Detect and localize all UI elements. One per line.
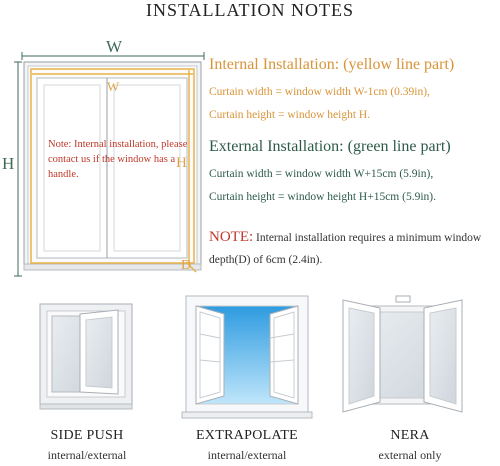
type-name: EXTRAPOLATE xyxy=(195,428,299,443)
side-push-window xyxy=(39,303,133,410)
note-text: Internal installation requires a minimum… xyxy=(209,232,482,266)
extrapolate-window xyxy=(181,295,313,419)
type-installation: internal/external xyxy=(47,448,127,462)
height-label: H xyxy=(2,154,15,173)
note-label: NOTE: xyxy=(209,229,254,245)
type-side-push: SIDE PUSH internal/external xyxy=(17,428,157,463)
depth-label: D xyxy=(181,258,192,273)
type-name: NERA xyxy=(390,428,430,443)
external-heading: External Installation: (green line part) xyxy=(209,138,451,155)
external-height-rule: Curtain height = window height H+15cm (5… xyxy=(209,191,436,203)
nera-window xyxy=(342,295,463,413)
handle-note: Note: Internal installation, please cont… xyxy=(48,139,188,180)
width-label: W xyxy=(106,37,123,56)
internal-width-rule: Curtain width = window width W-1cm (0.39… xyxy=(209,86,430,98)
internal-heading: Internal Installation: (yellow line part… xyxy=(209,56,455,73)
page-title: INSTALLATION NOTES xyxy=(145,0,355,20)
inner-height-label: H xyxy=(176,155,187,171)
type-installation: internal/external xyxy=(207,448,287,462)
external-dimension-lines xyxy=(14,52,205,277)
external-width-rule: Curtain width = window width W+15cm (5.9… xyxy=(209,168,434,180)
inner-width-label: W xyxy=(107,79,120,94)
type-name: SIDE PUSH xyxy=(50,428,124,443)
internal-dimension-lines xyxy=(30,68,197,273)
type-extrapolate: EXTRAPOLATE internal/external xyxy=(177,428,317,463)
internal-height-rule: Curtain height = window height H. xyxy=(209,109,371,121)
depth-note: NOTE: Internal installation requires a m… xyxy=(209,226,499,271)
type-installation: external only xyxy=(378,448,442,462)
type-nera: NERA external only xyxy=(340,428,480,463)
